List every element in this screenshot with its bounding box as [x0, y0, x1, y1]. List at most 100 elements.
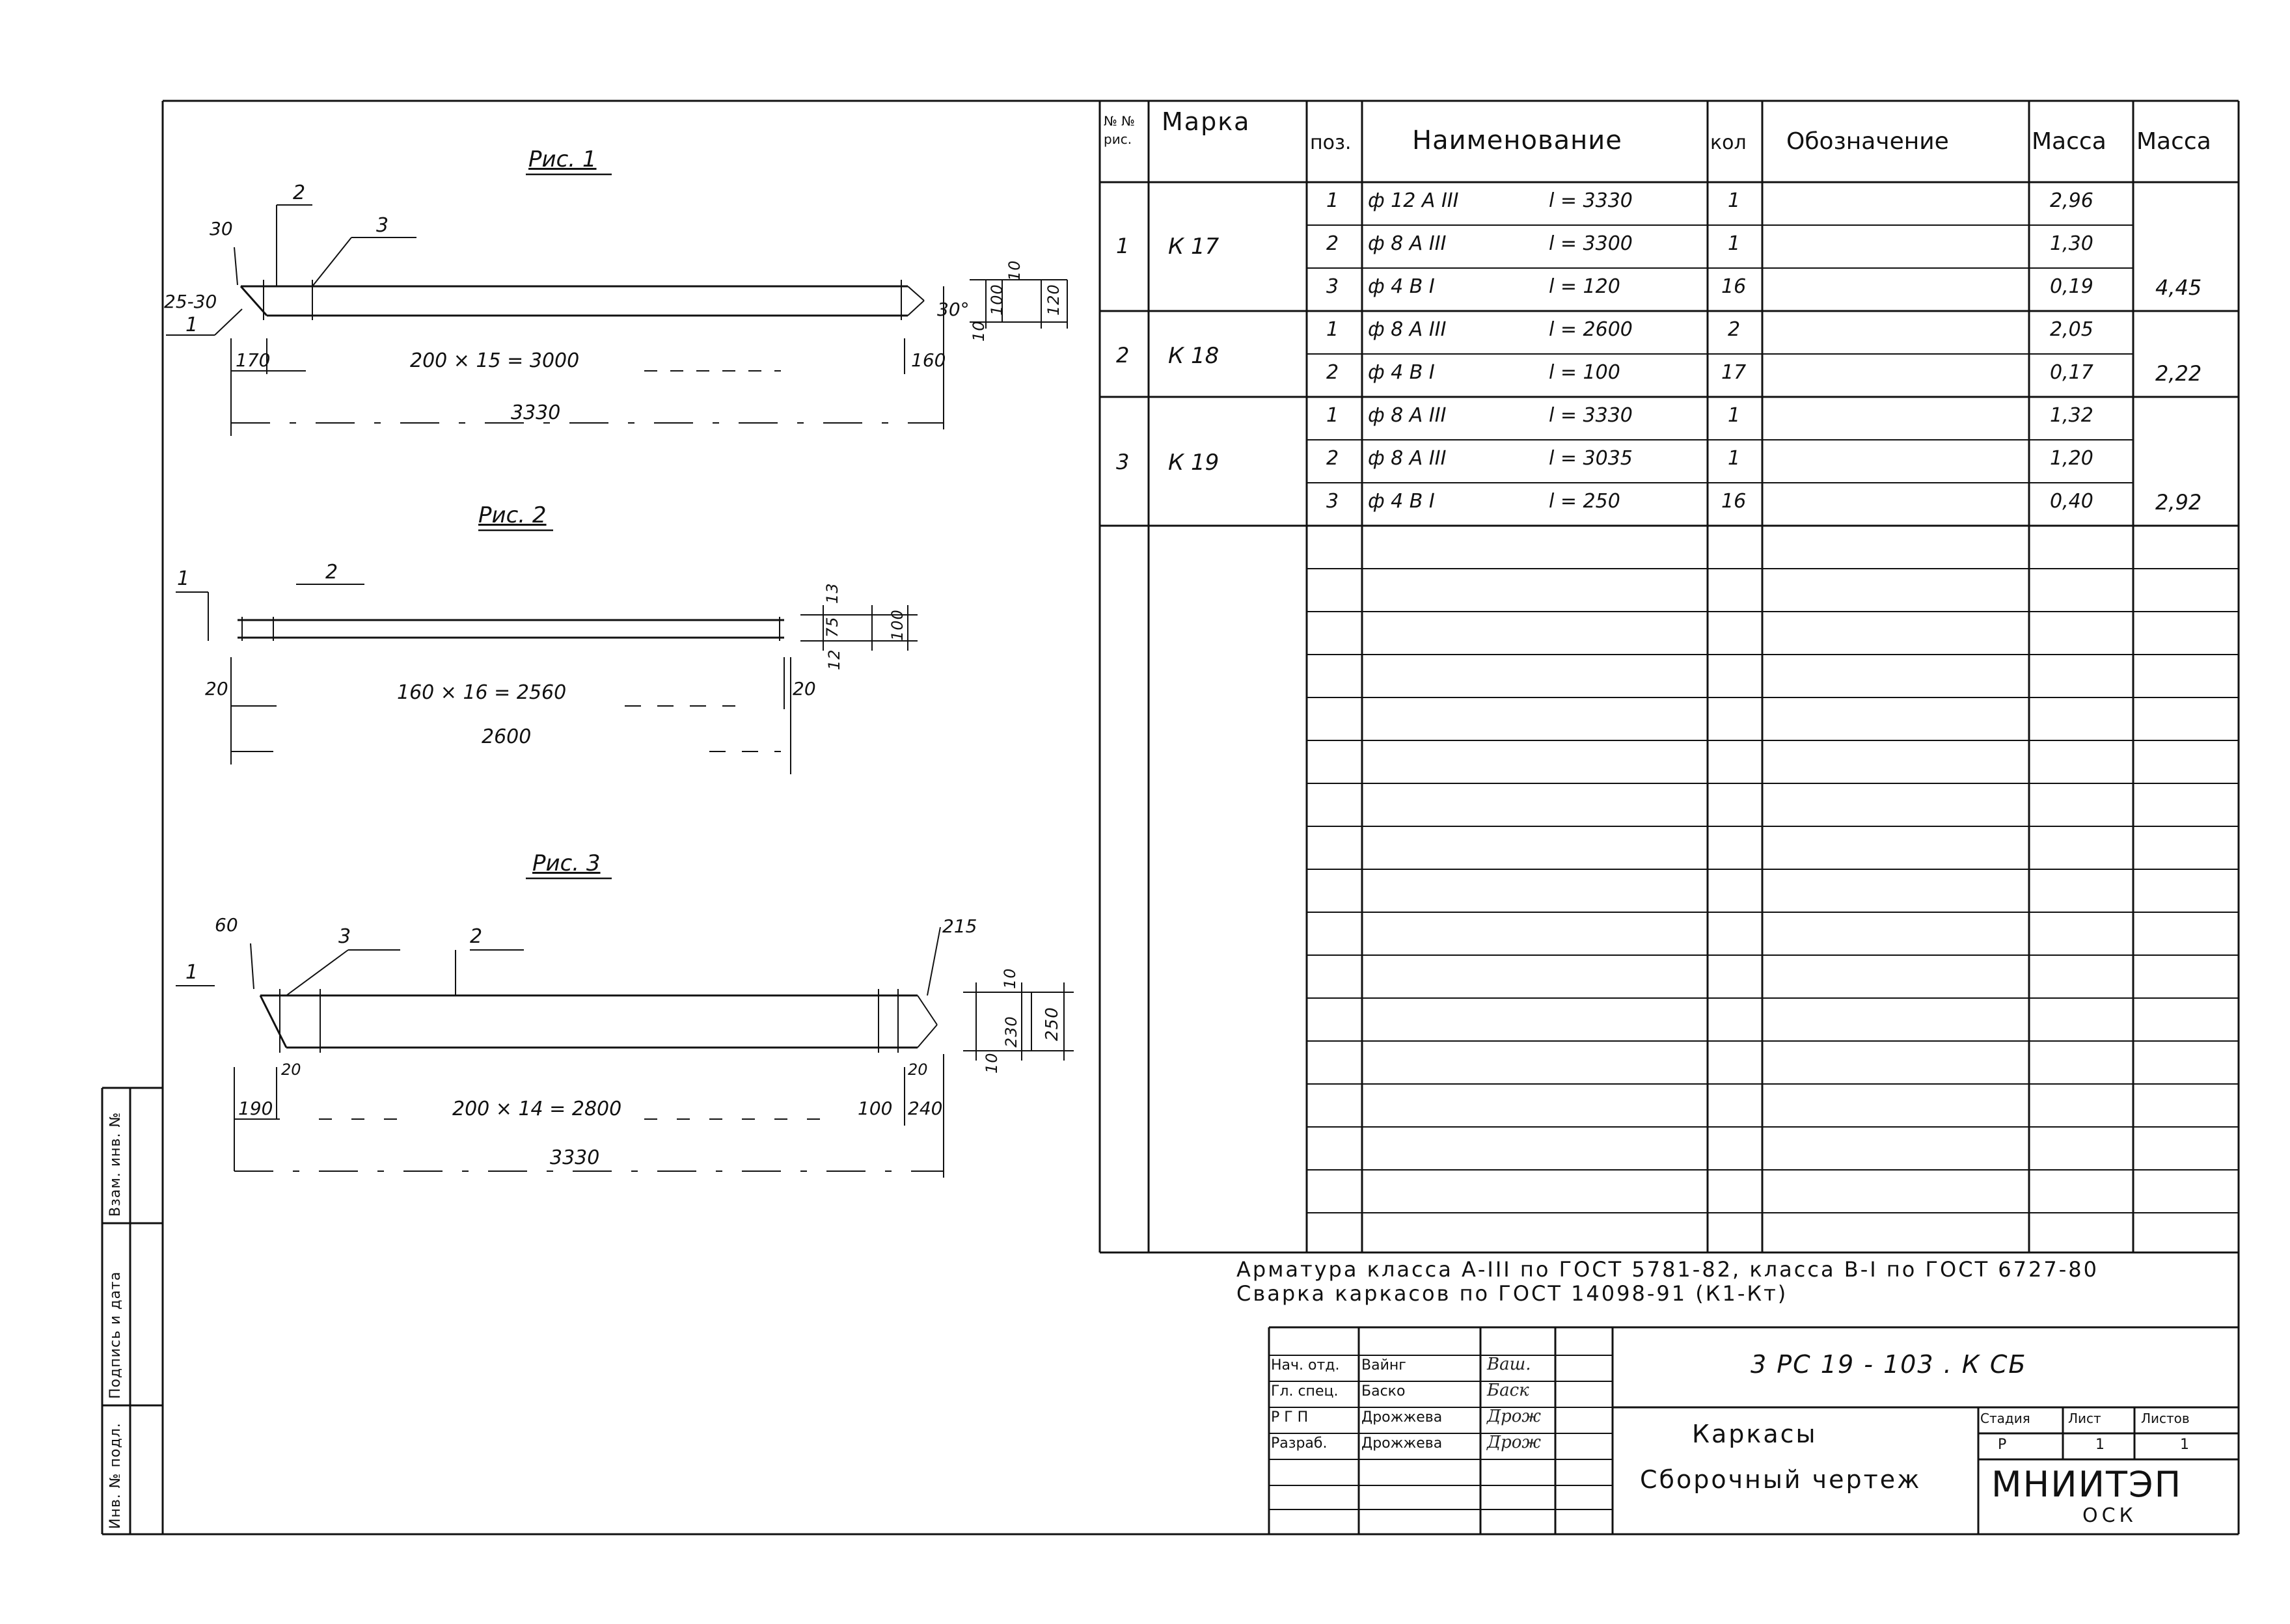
fig2-dim-h-bottom: 12 — [825, 649, 843, 670]
group-1-row-2-mass: 1,30 — [2050, 232, 2093, 255]
role-3-name: Дрожжева — [1361, 1409, 1443, 1426]
group-1-row-2-bar: ф 8 А III — [1368, 232, 1447, 255]
group-3-row-2-qty: 1 — [1728, 447, 1741, 470]
group-2-row-1-pos: 1 — [1326, 318, 1339, 341]
fig3-dim-gap-left: 20 — [281, 1061, 301, 1079]
fig1-dim-total: 3330 — [511, 401, 561, 424]
group-2-row-2-qty: 17 — [1721, 361, 1747, 384]
group-1-mark: К 17 — [1168, 234, 1220, 260]
role-3: Р Г П — [1271, 1409, 1309, 1426]
signature-4: Дрож — [1487, 1433, 1541, 1452]
note-line-2: Сварка каркасов по ГОСТ 14098-91 (К1-Кт) — [1236, 1281, 1788, 1306]
group-1-row-2-len: l = 3300 — [1549, 232, 1633, 255]
fig1-callout-3: 3 — [376, 214, 389, 237]
header-mark: Марка — [1162, 107, 1251, 136]
org-name: МНИИТЭП — [1991, 1464, 2183, 1505]
group-3-row-2-bar: ф 8 А III — [1368, 447, 1447, 470]
stamp-sign-date: Подпись и дата — [107, 1271, 124, 1399]
fig3-dim-h-inner: 230 — [1002, 1016, 1020, 1048]
group-3-row-2-mass: 1,20 — [2050, 447, 2093, 470]
group-2-row-1-bar: ф 8 А III — [1368, 318, 1447, 341]
fig2-dim-h-inner: 75 — [823, 616, 841, 638]
fig3-dim-h-bottom: 10 — [983, 1052, 1001, 1074]
fig3-dim-top-left: 60 — [215, 914, 238, 936]
fig1-dim-top-left: 30 — [210, 218, 233, 239]
org-subname: ОСК — [2082, 1504, 2137, 1527]
header-qty: кол — [1710, 131, 1747, 154]
signature-3: Дрож — [1487, 1407, 1541, 1426]
group-2-row-2-pos: 2 — [1326, 361, 1339, 384]
group-2-row-2-bar: ф 4 В I — [1368, 361, 1435, 384]
role-2: Гл. спец. — [1271, 1383, 1339, 1400]
group-2-row-1-qty: 2 — [1728, 318, 1741, 341]
fig1-dim-h-inner: 100 — [988, 284, 1006, 316]
header-fig-no: № № рис. — [1104, 113, 1135, 147]
group-3-row-3-pos: 3 — [1326, 490, 1339, 513]
role-2-name: Баско — [1361, 1383, 1406, 1400]
group-3-row-2-pos: 2 — [1326, 447, 1339, 470]
group-1-row-1-bar: ф 12 А III — [1368, 189, 1459, 212]
group-1-total-mass: 4,45 — [2155, 275, 2202, 300]
fig2-dim-left-end: 20 — [205, 678, 228, 699]
role-1: Нач. отд. — [1271, 1357, 1340, 1374]
stamp-inv-replace: Взам. инв. № — [107, 1111, 124, 1217]
group-2-mark: К 18 — [1168, 343, 1220, 369]
group-1-row-1-pos: 1 — [1326, 189, 1339, 212]
group-1-row-3-mass: 0,19 — [2050, 275, 2093, 298]
fig1-title: Рис. 1 — [528, 146, 597, 172]
fig3-dim-total: 3330 — [550, 1146, 600, 1169]
sheets-header: Листов — [2141, 1411, 2190, 1426]
sheet-header: Лист — [2068, 1411, 2101, 1426]
group-3-row-1-qty: 1 — [1728, 404, 1741, 427]
group-1-row-2-pos: 2 — [1326, 232, 1339, 255]
fig3-dim-gap-right: 20 — [908, 1061, 928, 1079]
group-3-row-3-mass: 0,40 — [2050, 490, 2093, 513]
stamp-inv-orig: Инв. № подл. — [107, 1422, 124, 1529]
fig1-dim-h-small: 10 — [1005, 260, 1024, 281]
group-2-fig: 2 — [1116, 343, 1130, 368]
group-1-row-1-mass: 2,96 — [2050, 189, 2093, 212]
fig3-callout-1: 1 — [185, 961, 198, 984]
group-3-row-2-len: l = 3035 — [1549, 447, 1633, 470]
group-3-row-1-mass: 1,32 — [2050, 404, 2093, 427]
group-2-row-2-len: l = 100 — [1549, 361, 1620, 384]
fig3-dim-h-total: 250 — [1043, 1007, 1062, 1041]
group-1-row-2-qty: 1 — [1728, 232, 1741, 255]
fig2-callout-1: 1 — [177, 567, 190, 590]
fig2-dim-h-total: 100 — [888, 609, 906, 641]
header-designation: Обозначение — [1786, 128, 1949, 155]
fig1-dim-right-end: 160 — [911, 349, 946, 371]
group-3-mark: К 19 — [1168, 450, 1220, 476]
fig3-callout-3: 3 — [338, 925, 351, 948]
sheets-value: 1 — [2180, 1437, 2189, 1453]
fig2-dim-total: 2600 — [482, 725, 532, 748]
group-3-row-3-qty: 16 — [1721, 490, 1747, 513]
fig1-callout-2: 2 — [293, 182, 306, 204]
fig3-dim-h-small: 10 — [1001, 968, 1019, 989]
fig2-dim-right-end: 20 — [793, 678, 816, 699]
role-1-name: Вайнг — [1361, 1357, 1406, 1374]
fig3-dim-top-right: 215 — [942, 915, 977, 937]
doc-code: 3 РС 19 - 103 . К СБ — [1751, 1350, 2027, 1379]
fig1-dim-pitch: 200 × 15 = 3000 — [410, 349, 580, 372]
fig1-callout-1: 1 — [185, 314, 198, 336]
group-3-row-3-bar: ф 4 В I — [1368, 490, 1435, 513]
sheet-value: 1 — [2095, 1437, 2105, 1453]
group-1-row-3-pos: 3 — [1326, 275, 1339, 298]
group-3-row-1-bar: ф 8 А III — [1368, 404, 1447, 427]
group-3-row-1-len: l = 3330 — [1549, 404, 1633, 427]
fig2-dim-h-top: 13 — [823, 582, 841, 604]
group-2-row-1-len: l = 2600 — [1549, 318, 1633, 341]
role-4-name: Дрожжева — [1361, 1435, 1443, 1452]
fig1-dim-h-bottom: 10 — [970, 320, 988, 342]
fig3-title: Рис. 3 — [532, 850, 601, 876]
group-1-row-3-qty: 16 — [1721, 275, 1747, 298]
group-1-row-1-qty: 1 — [1728, 189, 1741, 212]
group-3-row-3-len: l = 250 — [1549, 490, 1620, 513]
header-mass-total: Масса — [2136, 128, 2211, 155]
fig2-dim-pitch: 160 × 16 = 2560 — [397, 681, 567, 704]
group-1-fig: 1 — [1116, 234, 1130, 258]
fig2-title: Рис. 2 — [478, 502, 547, 528]
